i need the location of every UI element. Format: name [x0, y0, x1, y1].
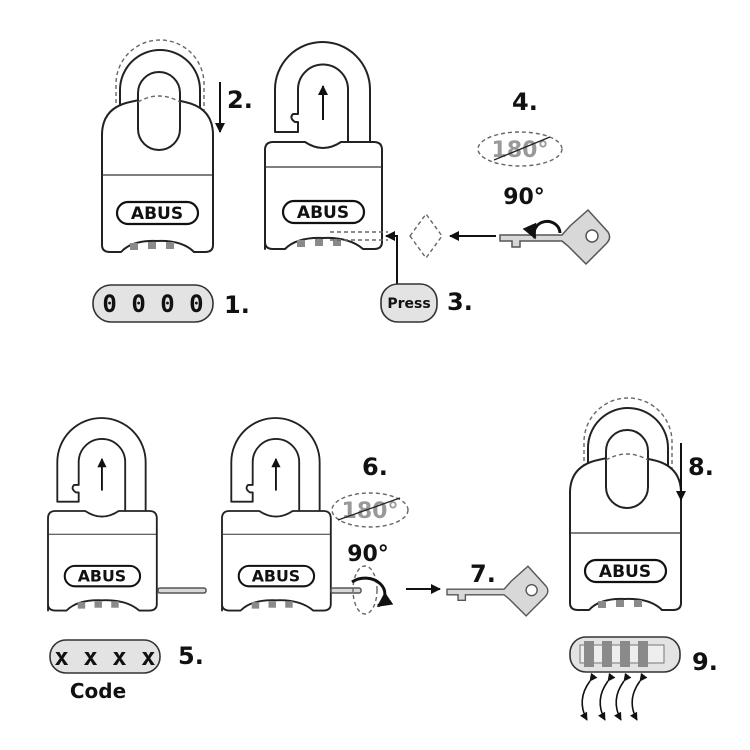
step-5-label: 5.: [178, 642, 204, 670]
press-label: Press: [387, 296, 430, 312]
brand-label: ABUS: [131, 204, 183, 224]
padlock-open-step5: ABUS: [48, 418, 157, 611]
brand-label: ABUS: [78, 567, 126, 586]
strike-line: [493, 136, 551, 161]
crossed-ellipse: [331, 492, 409, 528]
rotate-back-arrow-icon: [351, 576, 394, 608]
rotation-90: 90°: [347, 542, 389, 567]
step-8-label: 8.: [688, 453, 714, 481]
padlock-closed-step2: ABUS: [100, 38, 215, 254]
strike-line: [337, 497, 401, 521]
brand-label: ABUS: [599, 562, 651, 582]
key-head-dashed: [409, 212, 443, 260]
rotation-90: 90°: [503, 185, 545, 210]
press-button: [380, 283, 438, 323]
key-icon: [499, 209, 611, 265]
default-code-dial: [92, 284, 214, 323]
new-code: x x x x: [54, 643, 155, 671]
rotation-180-crossed: 180°: [342, 499, 399, 524]
default-code: 0 0 0 0: [102, 290, 203, 318]
press-pointer-arrow: [385, 231, 398, 292]
scramble-arrows-icon: [580, 672, 648, 721]
brand-label: ABUS: [252, 567, 300, 586]
step-3-label: 3.: [447, 288, 473, 316]
padlock-open-step6: ABUS: [222, 418, 331, 611]
scramble-dials: [569, 636, 681, 673]
keyhole-dashed: [330, 231, 388, 241]
step-7-label: 7.: [470, 560, 496, 588]
step-9-label: 9.: [692, 648, 718, 676]
code-label: Code: [70, 679, 126, 703]
rotate-90-arrow-icon: [522, 219, 562, 240]
step-2-label: 2.: [227, 86, 253, 114]
step-6-label: 6.: [362, 453, 388, 481]
step-4-label: 4.: [512, 88, 538, 116]
new-code-dial: [49, 639, 161, 674]
inserted-key-blade: [330, 587, 362, 594]
inserted-key-blade: [157, 587, 207, 594]
padlock-closed-step8: ABUS: [568, 396, 683, 612]
padlock-open-step3: ABUS: [265, 42, 382, 249]
key-icon: [446, 565, 549, 617]
brand-label: ABUS: [297, 203, 349, 223]
key-rotation-dashed: [352, 565, 378, 615]
step-1-label: 1.: [224, 291, 250, 319]
crossed-ellipse: [477, 131, 563, 167]
